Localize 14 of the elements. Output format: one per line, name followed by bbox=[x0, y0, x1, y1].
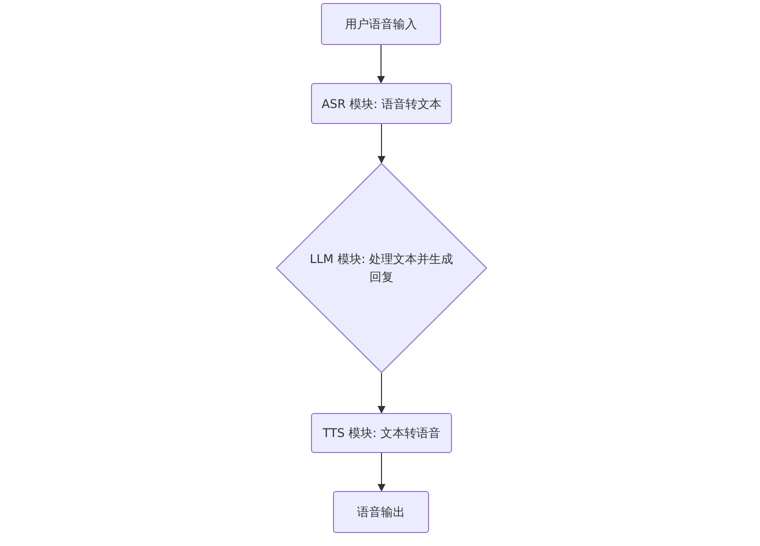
arrow bbox=[378, 124, 386, 164]
node-label: LLM 模块: 处理文本并生成回复 bbox=[308, 251, 454, 286]
process-box bbox=[311, 413, 452, 453]
decision-diamond bbox=[276, 163, 487, 373]
node-label: TTS 模块: 文本转语音 bbox=[322, 425, 440, 442]
process-box bbox=[333, 491, 429, 533]
node-label: 语音输出 bbox=[357, 504, 405, 521]
arrow bbox=[377, 44, 385, 84]
process-box bbox=[311, 83, 452, 124]
process-box bbox=[321, 3, 441, 45]
node-label: 用户语音输入 bbox=[345, 16, 417, 33]
arrow bbox=[378, 372, 386, 414]
arrow bbox=[378, 452, 386, 492]
node-label: ASR 模块: 语音转文本 bbox=[322, 96, 442, 112]
